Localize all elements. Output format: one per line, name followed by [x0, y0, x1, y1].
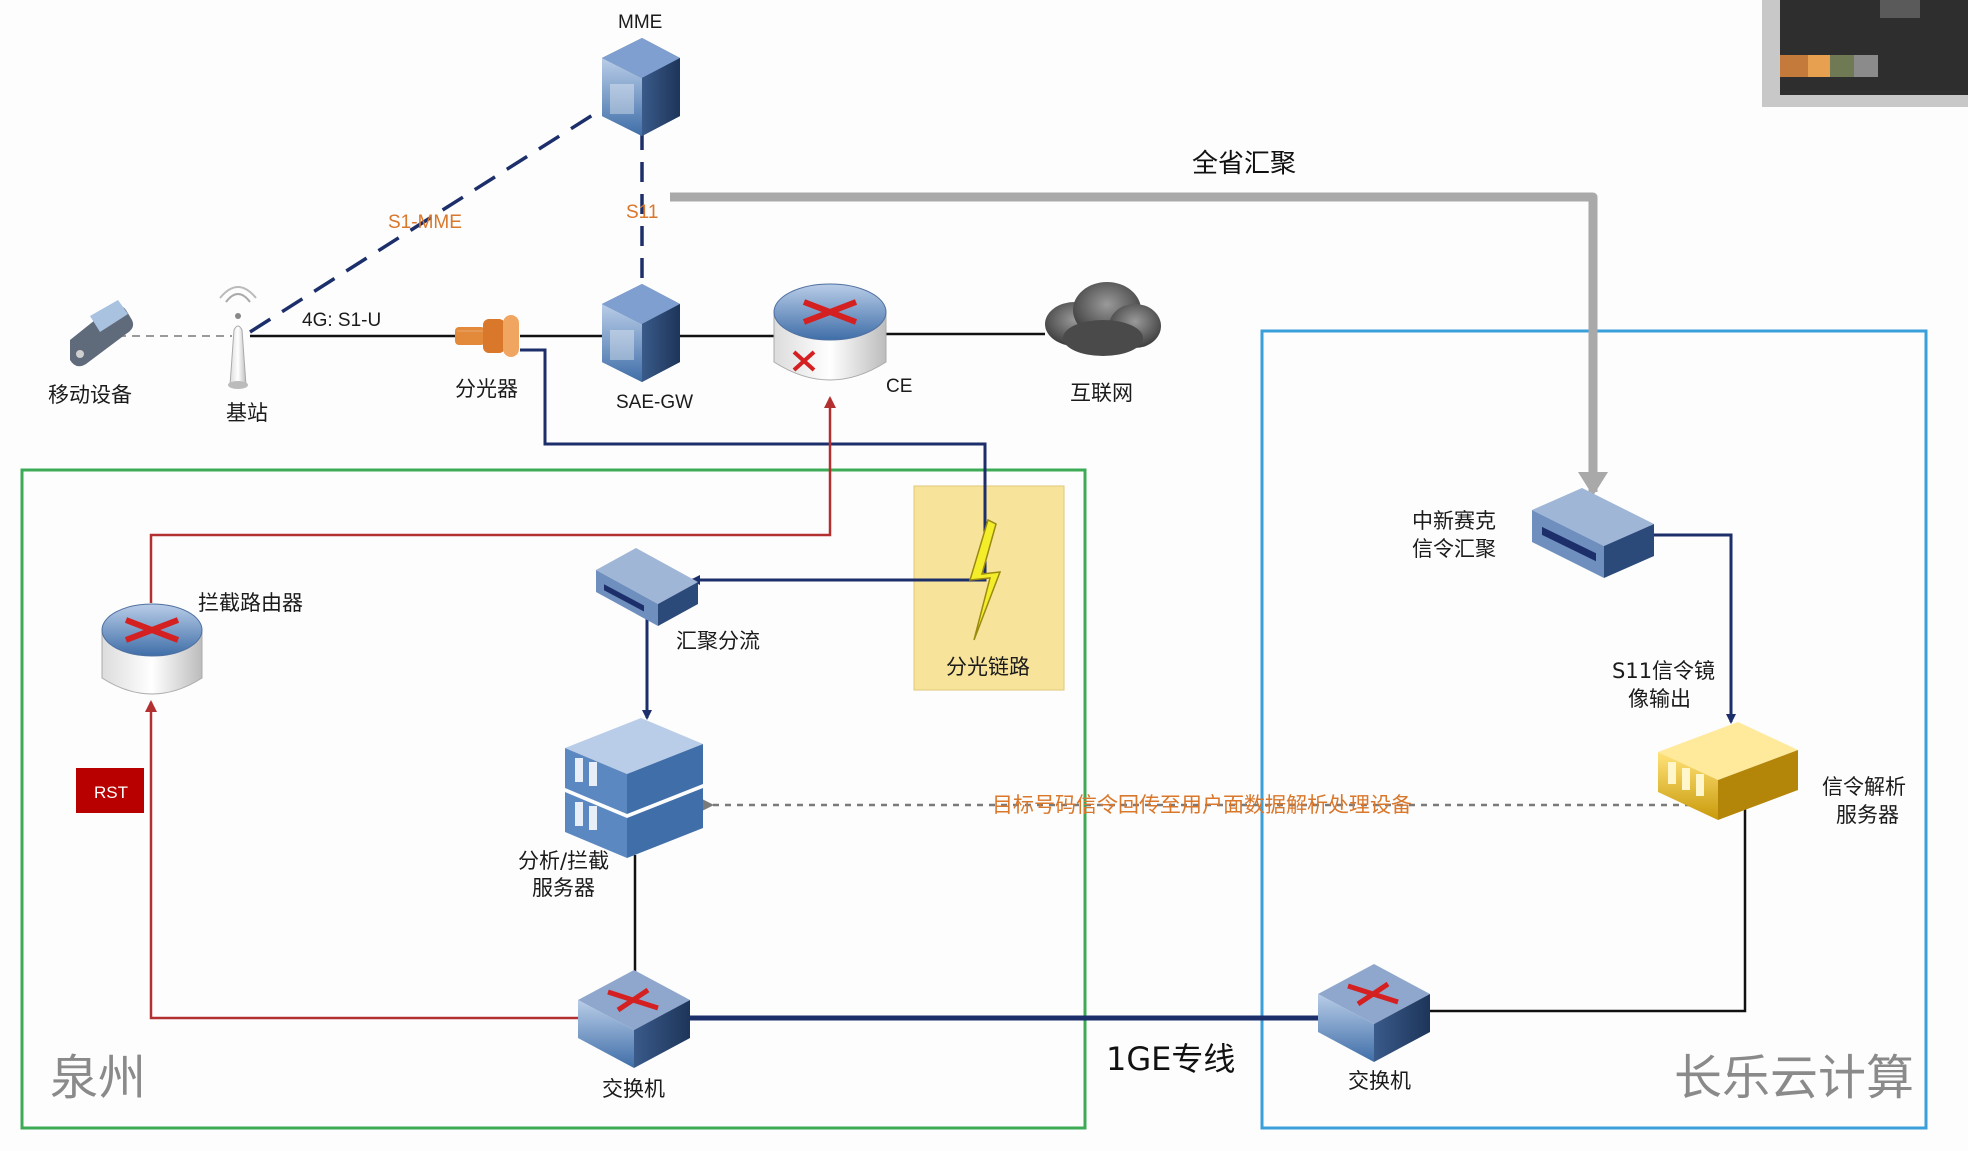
s11-label: S11 [626, 202, 658, 223]
server-stack-icon [565, 718, 703, 858]
ce-router-icon [773, 283, 887, 381]
network-switch-icon [596, 548, 698, 626]
server-gold-icon [1658, 722, 1798, 820]
sig-server-label-1: 信令解析 [1822, 775, 1906, 799]
switch-right-label: 交换机 [1348, 1069, 1411, 1093]
optical-splitter-icon [455, 315, 519, 357]
internet-label: 互联网 [1070, 381, 1133, 405]
region-right-label: 长乐云计算 [1674, 1050, 1914, 1106]
zx-label-1: 中新赛克 [1412, 509, 1496, 533]
backhaul-label: 目标号码信令回传至用户面数据解析处理设备 [992, 793, 1412, 817]
mobile-label: 移动设备 [48, 383, 132, 407]
mme-label: MME [618, 12, 662, 33]
rst-label: RST [94, 783, 128, 802]
s11-mirror-label-1: S11信令镜 [1612, 659, 1715, 683]
blurred-thumbnail [1762, 0, 1968, 107]
intercept-router-icon [101, 603, 203, 695]
s11-mirror-label-2: 像输出 [1628, 687, 1691, 711]
intercept-router-label: 拦截路由器 [198, 591, 303, 615]
antenna-tower-icon [219, 286, 257, 389]
agg-split-label: 汇聚分流 [676, 629, 760, 653]
lightning-icon [968, 518, 1002, 641]
sig-server-label-2: 服务器 [1836, 803, 1899, 827]
switch-icon-right [1318, 964, 1430, 1062]
optical-link-label: 分光链路 [946, 655, 1030, 679]
zx-label-2: 信令汇聚 [1412, 537, 1496, 561]
splitter-label: 分光器 [455, 377, 518, 401]
s1u-label: 4G: S1-U [302, 310, 381, 331]
ce-label: CE [886, 376, 912, 397]
switch-left-label: 交换机 [602, 1077, 665, 1101]
quanzhou-region-box [20, 468, 1087, 1130]
rst-box [76, 768, 144, 813]
province-agg-label: 全省汇聚 [1192, 149, 1296, 179]
sae-gw-server-icon [602, 284, 680, 382]
base-station-label: 基站 [226, 401, 268, 425]
cloud-icon [1045, 282, 1161, 356]
zx-aggregator-icon [1532, 488, 1654, 578]
switch-icon [578, 970, 690, 1068]
analysis-label-1: 分析/拦截 [518, 849, 609, 873]
mobile-phone-icon [70, 300, 134, 367]
sae-gw-label: SAE-GW [616, 392, 693, 413]
analysis-label-2: 服务器 [532, 876, 595, 900]
region-left-label: 泉州 [50, 1050, 146, 1106]
dedicated-line-label: 1GE专线 [1106, 1040, 1235, 1078]
mme-server-icon [602, 38, 680, 136]
s1-mme-label: S1-MME [388, 212, 462, 233]
